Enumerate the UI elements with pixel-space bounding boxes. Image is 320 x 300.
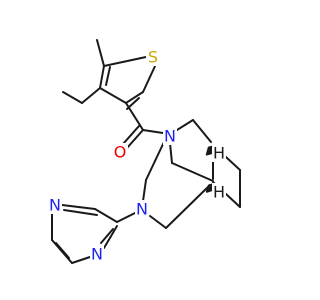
bond-pz-n1-c2-double-b xyxy=(106,228,114,237)
bond-thiophene-c3-c2-double xyxy=(105,66,111,86)
bond-n-bridge-down-b xyxy=(170,152,173,164)
bond-pz-n1-c2-double-a xyxy=(100,235,108,244)
bond-carbonyl-o-1-a xyxy=(134,129,144,140)
atom-stereo-hydrogen-bottom: H xyxy=(212,183,226,202)
atom-stereo-hydrogen-top: H xyxy=(212,144,226,163)
bond-thiophene-s-c5-a xyxy=(148,63,157,79)
atom-ring-nitrogen: N xyxy=(135,200,149,219)
wedge-h-bottom-hash-1 xyxy=(207,183,213,187)
bond-ethyl-2 xyxy=(62,91,83,104)
bond-bridge-bridgehead-bot xyxy=(171,162,214,182)
bond-carbonyl-o-2-b xyxy=(122,134,132,145)
bond-pz-c6-n1-b xyxy=(80,256,91,261)
bridge-nitrogen-label: N xyxy=(164,127,176,146)
atom-pyrazine-nitrogen-top: N xyxy=(48,196,62,215)
wedge-h-top-hash-1 xyxy=(207,145,214,149)
bond-carbonyl-o-2-a xyxy=(130,125,140,136)
bond-thiophene-carbonyl xyxy=(125,102,144,131)
stereo-hydrogen-top-label: H xyxy=(213,144,225,163)
bond-pz-c5-c6 xyxy=(51,239,73,264)
bond-pz-c2-c3 xyxy=(94,208,118,223)
atom-pyrazine-nitrogen-bottom: N xyxy=(90,245,104,264)
atom-bridge-nitrogen: N xyxy=(163,127,177,146)
bond-pz-c3-n4-a xyxy=(77,206,96,210)
bond-ring-n-ch2-bot-b xyxy=(157,221,167,229)
bond-pz-c5-c6-double xyxy=(55,242,70,259)
stereo-hydrogen-bottom-label: H xyxy=(213,183,225,202)
atom-sulfur: S xyxy=(146,48,160,67)
bond-pz-c6-n1-a xyxy=(71,259,82,264)
bond-pz-n1-c2-a xyxy=(103,236,112,249)
pyrazine-nitrogen-top-label: N xyxy=(49,196,61,215)
molecule-structure-diagram: S O N N N N H xyxy=(48,39,241,264)
bond-carbonyl-n-b xyxy=(152,130,164,134)
bond-n-ch2-left-b xyxy=(145,160,156,181)
bond-thiophene-s-c5-b xyxy=(142,77,151,93)
bonds-layer xyxy=(51,39,241,264)
bond-ch2-bridgehead-top xyxy=(192,119,212,143)
bond-pz-n1-c2-b xyxy=(109,225,118,238)
bond-ch2-ring-n-a xyxy=(143,179,147,192)
bond-ch2-bot-bridgehead xyxy=(165,184,211,229)
bond-n-ch2-top-a xyxy=(176,124,186,131)
bond-ring-n-pyrazine-a xyxy=(125,212,136,219)
bond-thiophene-c5-c4 xyxy=(125,91,144,104)
bond-thiophene-c2-s-b xyxy=(124,56,147,63)
pyrazine-nitrogen-bottom-label: N xyxy=(91,245,103,264)
bond-methyl xyxy=(96,39,105,67)
bond-carbonyl-n-a xyxy=(142,129,154,133)
bond-ring-n-ch2-bot-a xyxy=(149,215,159,223)
bond-pz-c3-n4-double-a xyxy=(79,211,98,216)
bond-thiophene-c3-c2 xyxy=(99,65,105,89)
atom-oxygen: O xyxy=(113,143,128,162)
bond-n-ch2-top-b xyxy=(184,119,194,126)
bond-ring-n-pyrazine-b xyxy=(116,216,127,223)
bond-thiophene-c4-c3 xyxy=(99,87,127,104)
carbonyl-oxygen-label: O xyxy=(114,143,127,162)
sulfur-label: S xyxy=(148,48,158,67)
bond-n-ch2-left-a xyxy=(154,141,165,162)
bond-carbonyl-o-1-b xyxy=(126,138,136,149)
ring-nitrogen-label: N xyxy=(136,200,148,219)
atom-labels-layer: S O N N N N H xyxy=(48,48,226,264)
bond-ethyl-1 xyxy=(81,87,101,104)
bond-pz-c3-n4-double-b xyxy=(63,209,82,214)
bond-thiophene-c2-s-a xyxy=(103,60,126,67)
bond-ch2-ring-n-b xyxy=(142,189,146,202)
bond-pz-c3-n4-b xyxy=(61,204,80,208)
